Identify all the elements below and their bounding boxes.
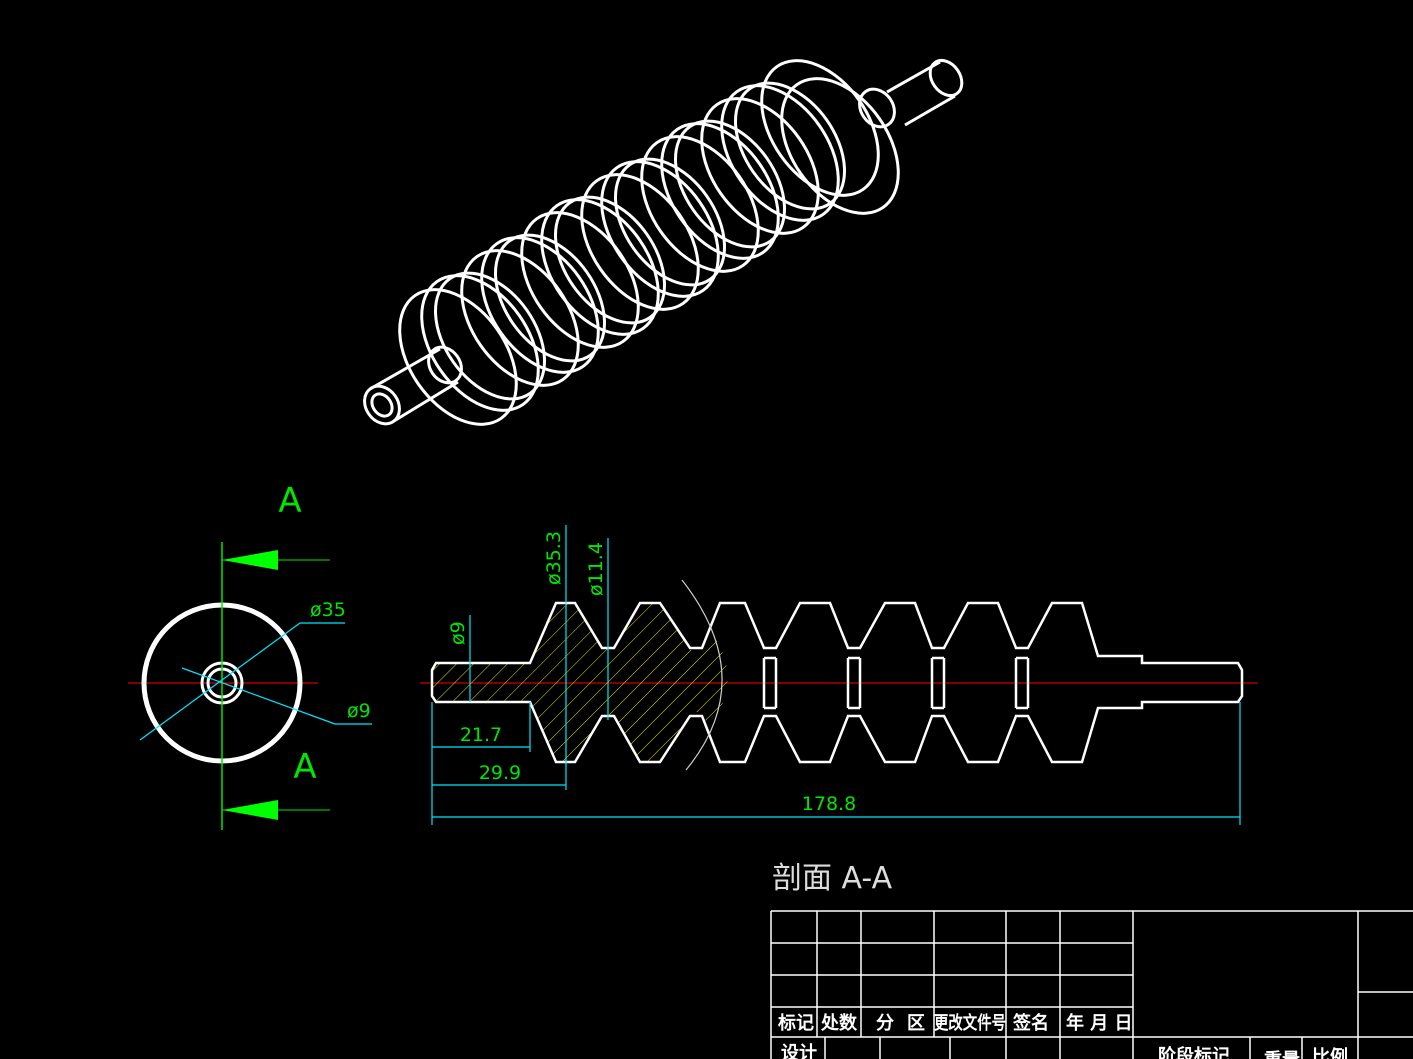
- break-line: [681, 579, 723, 771]
- tb-scale: 比例: [1312, 1046, 1348, 1059]
- dim-text-9: ø9: [447, 621, 469, 645]
- dim-text-end-inner: ø9: [347, 700, 371, 722]
- dim-text-end-outer: ø35: [310, 599, 346, 621]
- tb-header-date: 年 月 日: [1066, 1012, 1133, 1034]
- tb-header-zone-b: 区: [907, 1013, 925, 1034]
- right-shaft: [858, 58, 964, 129]
- section-marker-bottom: A: [293, 747, 316, 787]
- section-view: ø35.3 ø11.4 ø9 21.7 29.9 178.8: [420, 525, 1258, 825]
- tb-header-change-doc: 更改文件号: [934, 1012, 1006, 1034]
- groove-lines: [762, 656, 1030, 710]
- worm-discs: [398, 59, 900, 426]
- dim-leader-9: [181, 667, 336, 725]
- end-view: A A ø35 ø9: [128, 481, 372, 830]
- tb-header-signature: 签名: [1012, 1012, 1049, 1034]
- title-block: [770, 910, 1413, 1059]
- dim-text-35-3: ø35.3: [543, 531, 565, 585]
- dim-text-178-8: 178.8: [802, 793, 856, 815]
- left-shaft: [363, 345, 463, 426]
- isometric-view: [363, 58, 964, 426]
- tb-header-zone-a: 分: [876, 1013, 894, 1034]
- dim-text-11-4: ø11.4: [585, 542, 607, 596]
- tb-weight: 重量: [1264, 1049, 1300, 1059]
- tb-header-mark: 标记: [777, 1012, 814, 1034]
- section-arrow-top: [222, 550, 278, 570]
- dim-text-29-9: 29.9: [479, 762, 521, 784]
- tb-row-design: 设计: [781, 1042, 817, 1059]
- section-marker-top: A: [278, 481, 301, 521]
- section-caption: 剖面 A-A: [772, 861, 893, 896]
- dimension-lines: [431, 525, 1241, 825]
- dim-text-21-7: 21.7: [460, 724, 502, 746]
- tb-stage-mark: 阶段标记: [1158, 1045, 1230, 1059]
- section-arrow-bottom: [222, 800, 278, 820]
- tb-header-count: 处数: [820, 1012, 858, 1034]
- worm-profile: [430, 601, 1244, 764]
